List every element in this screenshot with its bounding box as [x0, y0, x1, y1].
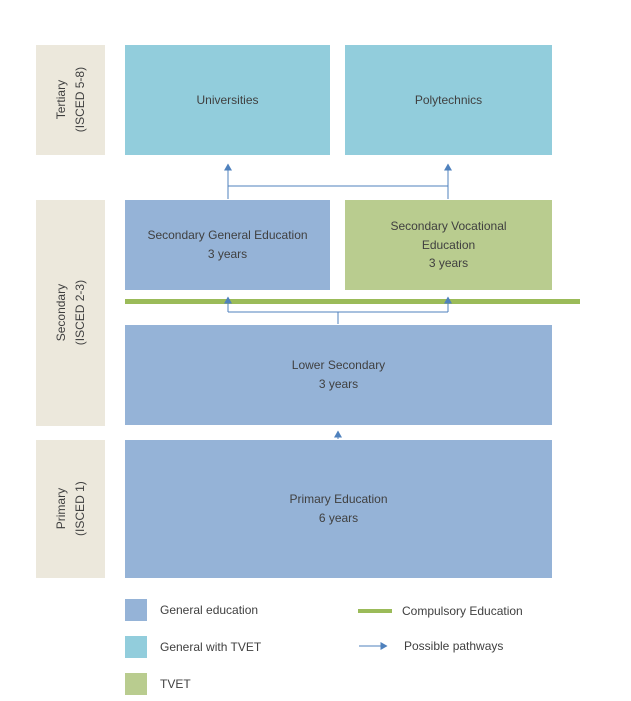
- legend-swatch-compulsory-line: [358, 609, 392, 613]
- legend-swatch-general-education: [125, 599, 147, 621]
- legend-label: TVET: [160, 677, 191, 691]
- box-title: Lower Secondary: [291, 358, 386, 373]
- legend-item-general-with-tvet: General with TVET: [125, 636, 261, 658]
- stage-isced: (ISCED 5-8): [72, 67, 87, 133]
- stage-label-primary: Primary (ISCED 1): [36, 440, 105, 578]
- legend-swatch-tvet: [125, 673, 147, 695]
- compulsory-education-line: [125, 299, 580, 304]
- box-polytechnics: Polytechnics: [345, 45, 552, 155]
- legend-item-possible-pathways: Possible pathways: [358, 635, 503, 657]
- box-title: Universities: [196, 92, 259, 107]
- legend-item-compulsory-education: Compulsory Education: [358, 600, 523, 622]
- box-universities: Universities: [125, 45, 330, 155]
- box-title: Polytechnics: [414, 92, 483, 107]
- stage-label-primary-text: Primary (ISCED 1): [52, 482, 89, 537]
- box-title: Primary Education: [289, 492, 388, 507]
- stage-name: Primary: [53, 488, 68, 530]
- stage-label-tertiary: Tertiary (ISCED 5-8): [36, 45, 105, 155]
- stage-isced: (ISCED 1): [72, 481, 87, 537]
- legend-swatch-general-with-tvet: [125, 636, 147, 658]
- legend-label: General education: [160, 603, 259, 617]
- stage-name: Tertiary: [53, 80, 68, 120]
- legend-label: General with TVET: [160, 640, 262, 654]
- legend-label: Compulsory Education: [402, 604, 523, 618]
- box-secondary-vocational: Secondary Vocational Education 3 years: [345, 200, 552, 290]
- legend-item-tvet: TVET: [125, 673, 191, 695]
- box-duration: 3 years: [207, 247, 248, 261]
- stage-label-tertiary-text: Tertiary (ISCED 5-8): [52, 67, 89, 132]
- box-primary-education: Primary Education 6 years: [125, 440, 552, 578]
- box-title: Secondary General Education: [147, 228, 308, 243]
- box-title: Secondary Vocational Education: [390, 219, 507, 252]
- box-duration: 3 years: [428, 256, 469, 271]
- stage-name: Secondary: [53, 284, 68, 342]
- stage-label-secondary: Secondary (ISCED 2-3): [36, 200, 105, 426]
- box-lower-secondary: Lower Secondary 3 years: [125, 325, 552, 425]
- box-duration: 6 years: [318, 511, 359, 525]
- box-duration: 3 years: [318, 377, 359, 391]
- box-secondary-general: Secondary General Education 3 years: [125, 200, 330, 290]
- possible-pathways-arrow-icon: [359, 642, 388, 650]
- stage-isced: (ISCED 2-3): [72, 280, 87, 346]
- stage-label-secondary-text: Secondary (ISCED 2-3): [52, 280, 89, 345]
- legend-item-general-education: General education: [125, 599, 258, 621]
- legend-label: Possible pathways: [404, 639, 504, 653]
